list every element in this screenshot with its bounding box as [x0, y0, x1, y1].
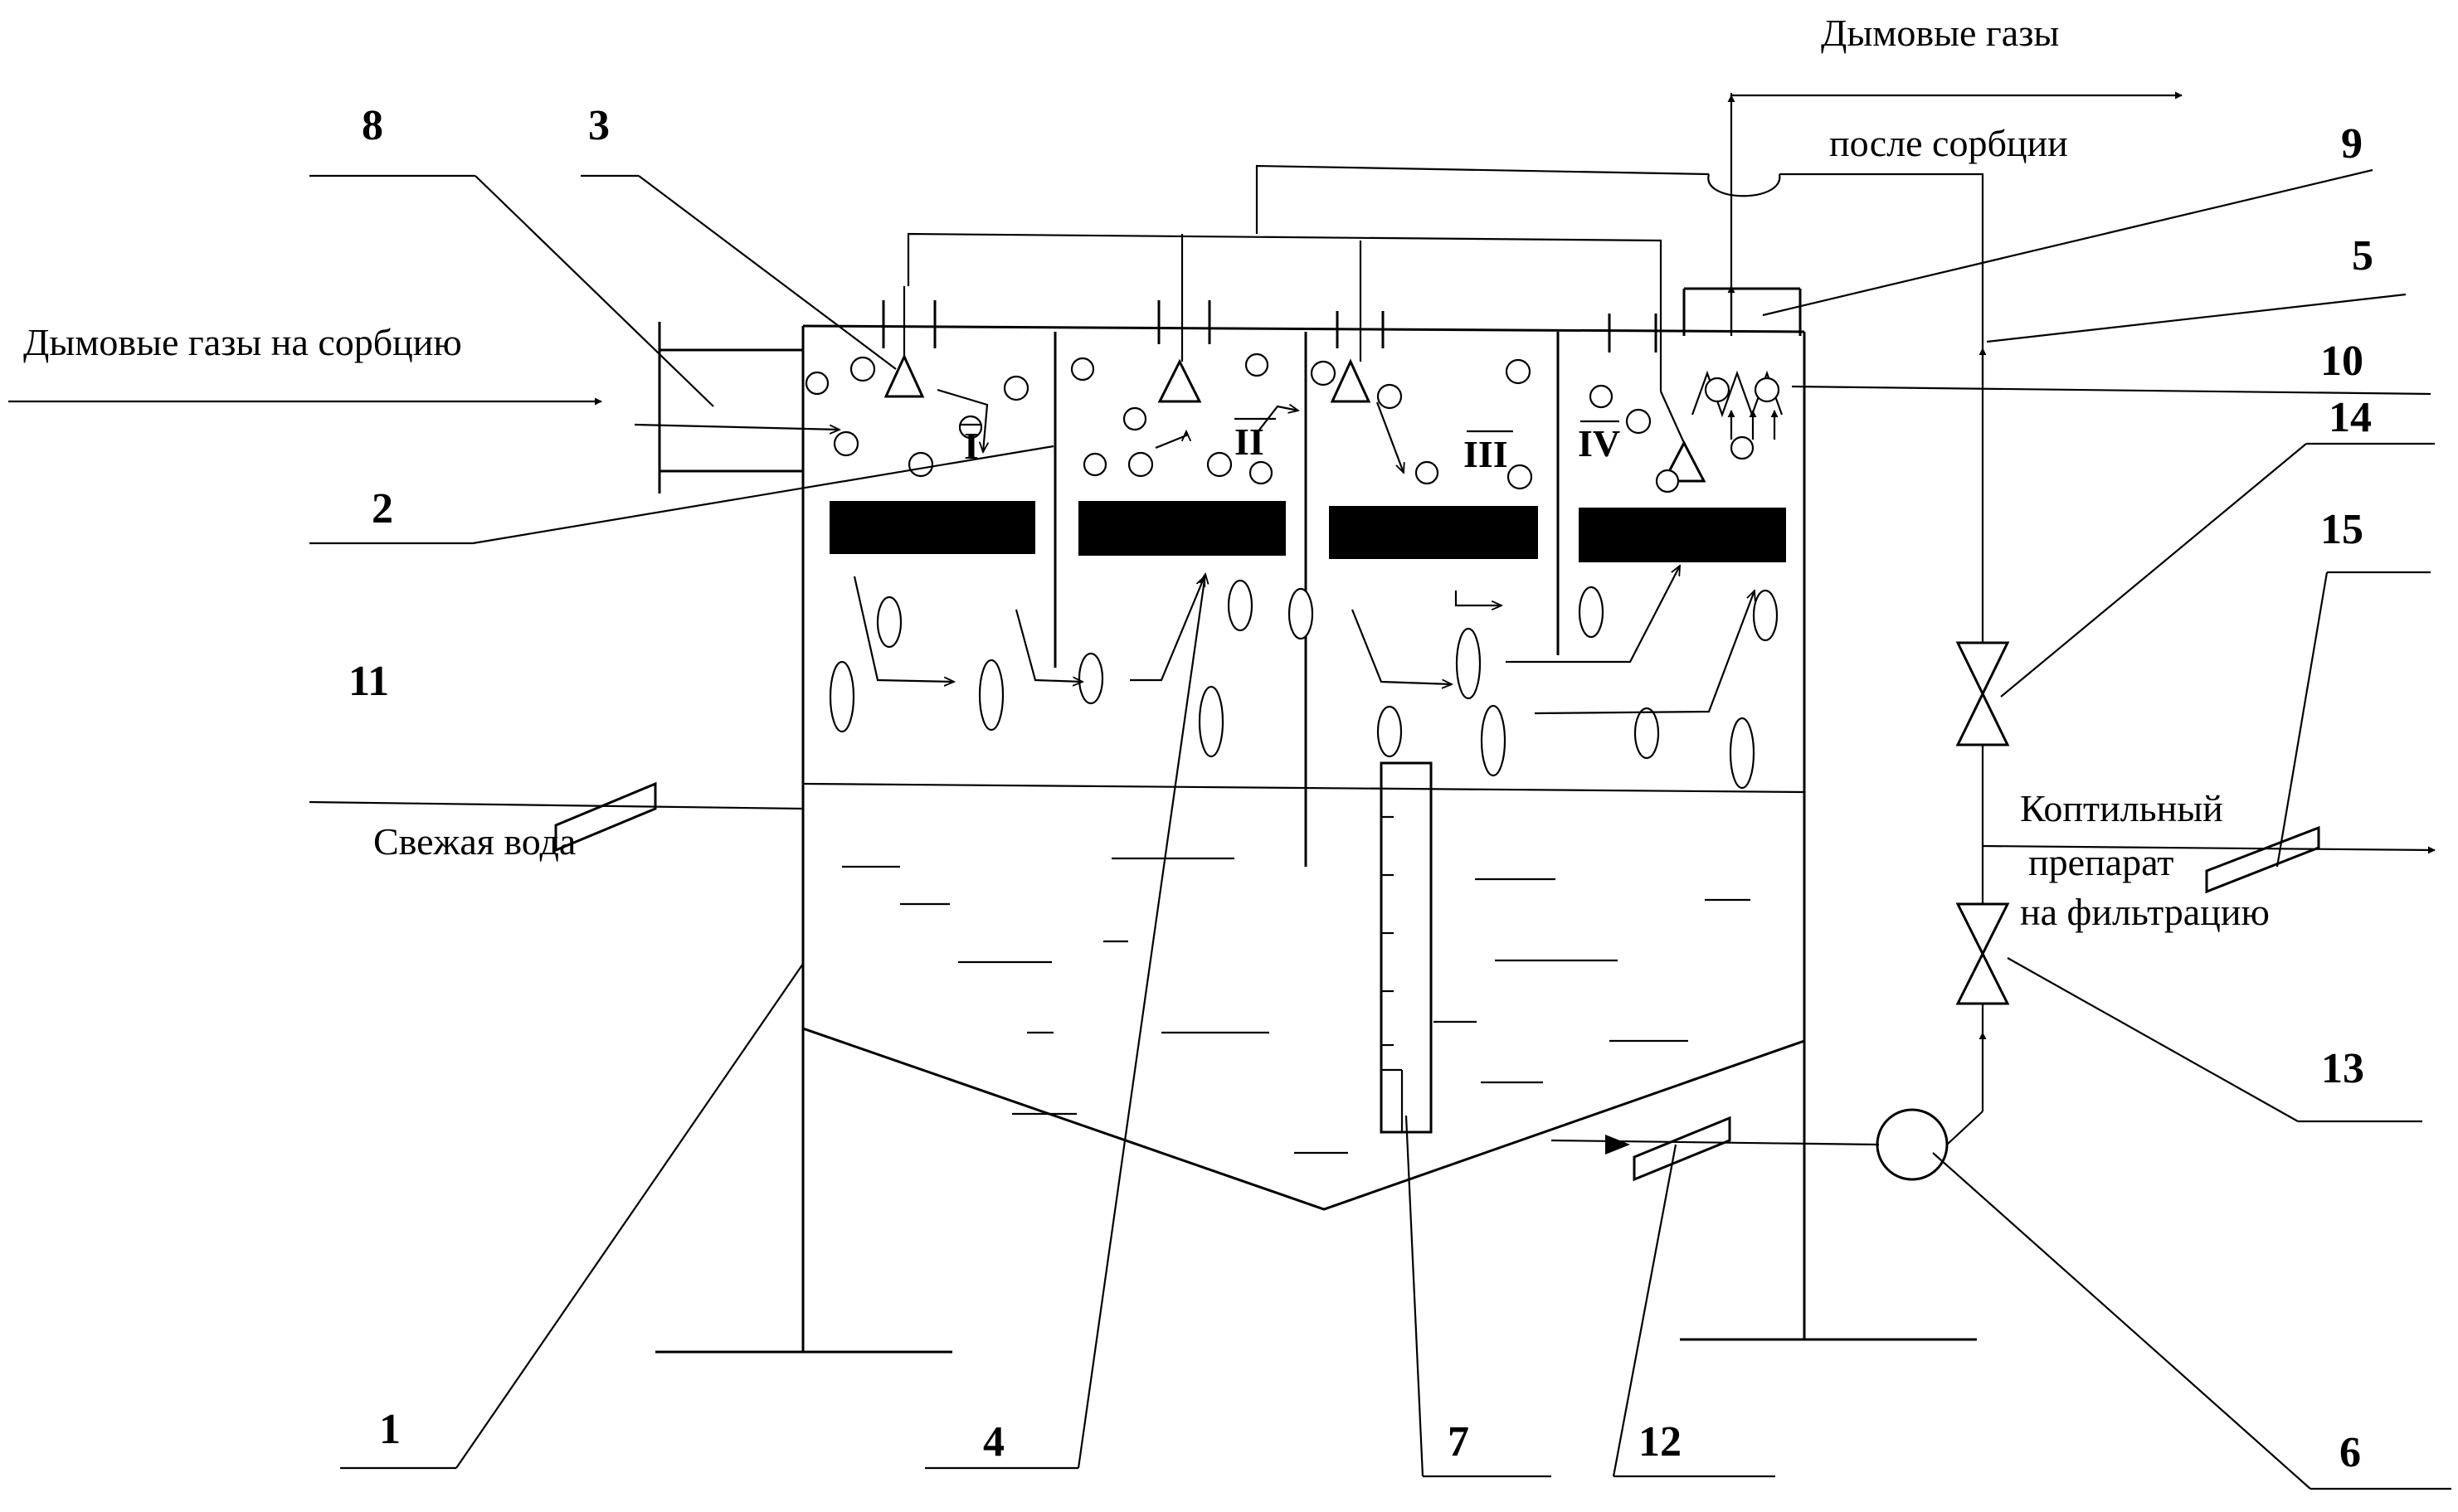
label-5: 5 [2352, 232, 2373, 280]
zone-2-label: II [1234, 421, 1264, 463]
label-3: 3 [588, 102, 610, 149]
product-text-2: препарат [2028, 841, 2173, 883]
foam-ellipses [830, 581, 1777, 788]
pump-loop [1551, 348, 2435, 1179]
zone-4-label: IV [1578, 422, 1620, 464]
label-9: 9 [2341, 120, 2363, 168]
label-4: 4 [983, 1418, 1005, 1466]
flue-gas-outlet-text-2: после сорбции [1829, 122, 2068, 164]
gas-manifold [883, 166, 1983, 481]
label-2: 2 [372, 485, 393, 532]
label-6: 6 [2339, 1429, 2361, 1476]
label-10: 10 [2320, 338, 2363, 385]
label-11: 11 [348, 658, 389, 705]
flue-gas-inlet-text: Дымовые газы на сорбцию [23, 321, 462, 363]
fresh-water-text: Свежая вода [373, 820, 576, 863]
flue-gas-outlet-text-1: Дымовые газы [1821, 12, 2059, 54]
product-text-3: на фильтрацию [2020, 891, 2270, 933]
label-15: 15 [2320, 506, 2363, 553]
product-text-1: Коптильный [2020, 787, 2223, 829]
zone-3-label: III [1463, 433, 1508, 475]
label-8: 8 [362, 102, 383, 149]
label-7: 7 [1448, 1418, 1469, 1466]
contact-blocks [830, 501, 1786, 562]
label-1: 1 [379, 1406, 401, 1453]
label-13: 13 [2321, 1045, 2364, 1092]
label-14: 14 [2329, 394, 2372, 441]
level-gauge [1381, 763, 1431, 1132]
label-12: 12 [1638, 1418, 1682, 1466]
